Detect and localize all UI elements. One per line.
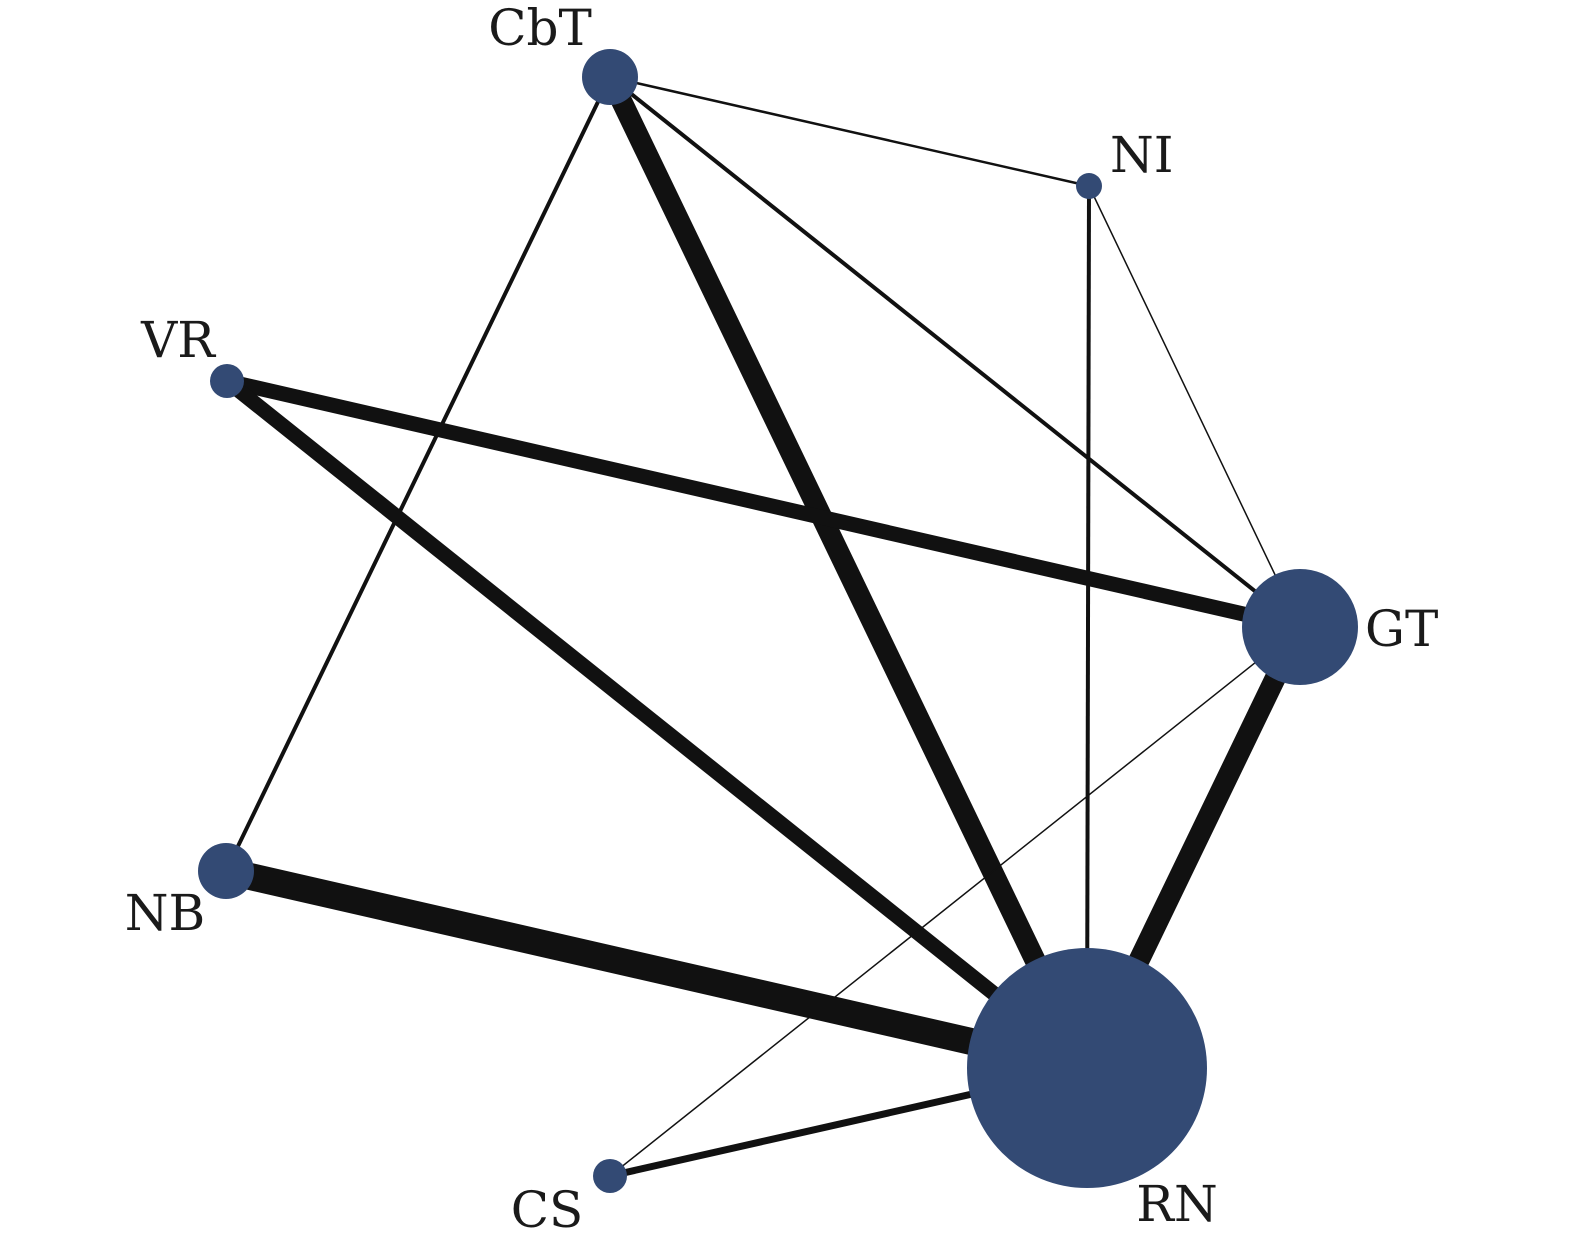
nodes-layer [198,49,1358,1193]
node-rn [967,948,1207,1188]
node-ni [1076,173,1102,199]
node-vr [210,364,244,398]
node-label-gt: GT [1365,600,1438,658]
edge-cbt-gt [608,75,1302,629]
node-label-ni: NI [1110,126,1174,184]
edges-layer [222,72,1310,1180]
edge-ni-gt [1088,185,1301,628]
node-cbt [582,49,638,105]
node-label-rn: RN [1136,1175,1217,1233]
edge-vr-rn [222,375,1092,1074]
node-label-nb: NB [125,884,206,942]
edge-vr-gt [225,373,1302,635]
edge-nb-rn [222,857,1091,1082]
node-label-vr: VR [140,311,216,369]
labels-layer: CbT NI VR GT NB CS RN [125,0,1439,1239]
edge-cbt-rn [600,72,1097,1073]
node-cs [593,1159,627,1193]
node-nb [198,843,254,899]
edge-ni-rn [1085,185,1091,1069]
edge-gt-cs [609,626,1301,1177]
edge-cbt-ni [609,75,1090,188]
node-gt [1242,569,1358,685]
node-label-cs: CS [511,1181,584,1239]
edge-cbt-nb [224,76,612,872]
node-label-cbt: CbT [488,0,592,57]
